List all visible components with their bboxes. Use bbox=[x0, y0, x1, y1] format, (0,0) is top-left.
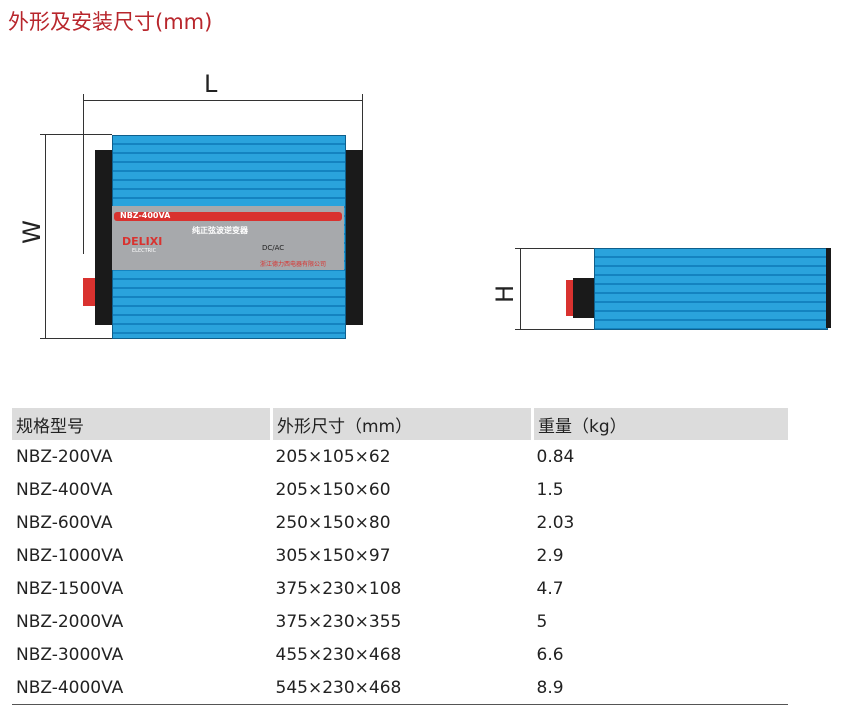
header-model: 规格型号 bbox=[12, 408, 273, 440]
product-name: 纯正弦波逆变器 bbox=[192, 226, 248, 235]
cell-weight: 2.9 bbox=[536, 545, 564, 566]
cell-dimensions: 455×230×468 bbox=[275, 644, 402, 665]
cell-dimensions: 375×230×355 bbox=[275, 611, 402, 632]
cell-weight: 0.84 bbox=[536, 446, 575, 467]
cell-dimensions: 205×105×62 bbox=[275, 446, 391, 467]
cell-model: NBZ-3000VA bbox=[16, 644, 124, 665]
cell-weight: 1.5 bbox=[536, 479, 564, 500]
table-row: NBZ-2000VA 375×230×355 5 bbox=[12, 605, 788, 638]
company-name: 浙江德力西电器有限公司 bbox=[260, 261, 327, 268]
cell-weight: 6.6 bbox=[536, 644, 564, 665]
cell-model: NBZ-600VA bbox=[16, 512, 113, 533]
table-row: NBZ-400VA 205×150×60 1.5 bbox=[12, 473, 788, 506]
cell-model: NBZ-2000VA bbox=[16, 611, 124, 632]
table-row: NBZ-200VA 205×105×62 0.84 bbox=[12, 440, 788, 473]
header-dimensions: 外形尺寸（mm） bbox=[271, 408, 534, 440]
table-row: NBZ-1000VA 305×150×97 2.9 bbox=[12, 539, 788, 572]
cert-marks: DC/AC bbox=[262, 244, 285, 252]
spec-table: 规格型号 外形尺寸（mm） 重量（kg） NBZ-200VA 205×105×62… bbox=[12, 408, 788, 705]
table-row: NBZ-3000VA 455×230×468 6.6 bbox=[12, 638, 788, 671]
table-row: NBZ-1500VA 375×230×108 4.7 bbox=[12, 572, 788, 605]
cell-weight: 2.03 bbox=[536, 512, 575, 533]
cell-model: NBZ-1000VA bbox=[16, 545, 124, 566]
table-row: NBZ-600VA 250×150×80 2.03 bbox=[12, 506, 788, 539]
cell-model: NBZ-1500VA bbox=[16, 578, 124, 599]
header-weight: 重量（kg） bbox=[532, 408, 788, 440]
cell-weight: 8.9 bbox=[532, 671, 788, 705]
cell-model: NBZ-400VA bbox=[16, 479, 113, 500]
page-title: 外形及安装尺寸(mm) bbox=[8, 10, 213, 34]
height-label: H bbox=[491, 284, 520, 304]
cell-weight: 5 bbox=[536, 611, 548, 632]
cell-model: NBZ-200VA bbox=[16, 446, 113, 467]
cell-dimensions: 545×230×468 bbox=[271, 671, 533, 705]
cell-dimensions: 205×150×60 bbox=[275, 479, 391, 500]
model-plate-label: NBZ-400VA bbox=[120, 211, 171, 220]
brand-sub: ELECTRIC bbox=[132, 248, 157, 254]
cell-dimensions: 305×150×97 bbox=[275, 545, 391, 566]
length-label: L bbox=[204, 70, 218, 98]
brand-logo: DELIXI bbox=[122, 235, 163, 248]
cell-dimensions: 250×150×80 bbox=[275, 512, 391, 533]
cell-dimensions: 375×230×108 bbox=[275, 578, 402, 599]
cell-model: NBZ-4000VA bbox=[12, 671, 272, 705]
width-label: W bbox=[17, 220, 46, 244]
cell-weight: 4.7 bbox=[536, 578, 564, 599]
